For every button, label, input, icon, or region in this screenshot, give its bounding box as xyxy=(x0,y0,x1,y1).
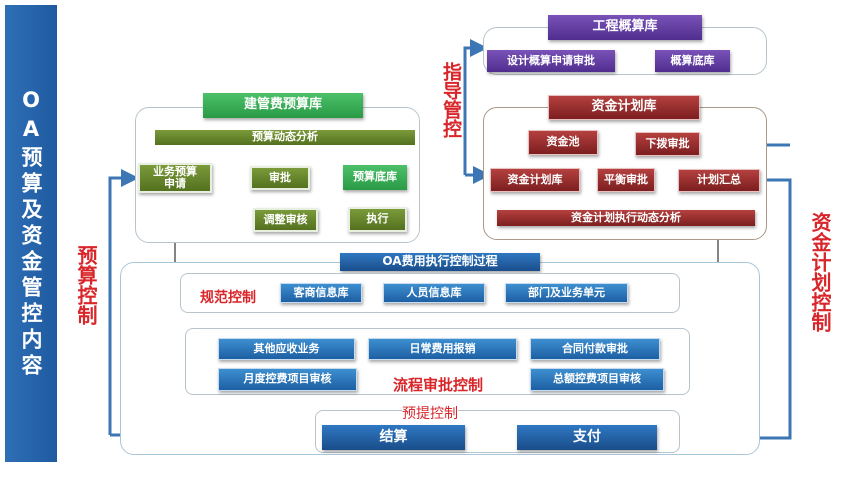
total-cost-review[interactable]: 总额控费项目审核 xyxy=(530,368,664,391)
monthly-cost-review[interactable]: 月度控费项目审核 xyxy=(218,368,357,391)
staff-info-library[interactable]: 人员信息库 xyxy=(383,283,485,303)
budget-approve[interactable]: 审批 xyxy=(250,166,310,190)
contract-payment-approval[interactable]: 合同付款审批 xyxy=(530,338,660,360)
plan-summary[interactable]: 计划汇总 xyxy=(678,169,760,192)
estimate-base-library[interactable]: 概算底库 xyxy=(655,50,730,72)
guide-control-label: 指导管控 xyxy=(440,62,462,138)
flow-control-label: 流程审批控制 xyxy=(393,376,484,394)
adjust-review[interactable]: 调整审核 xyxy=(253,208,318,232)
fund-plan-analysis: 资金计划执行动态分析 xyxy=(497,210,755,226)
side-title: OA预算及资金管控内容 xyxy=(19,87,43,380)
fund-plan-control-label: 资金计划控制 xyxy=(808,212,832,332)
merchant-info-library[interactable]: 客商信息库 xyxy=(280,283,362,303)
settlement-box[interactable]: 结算 xyxy=(322,425,465,450)
norm-control-label: 规范控制 xyxy=(200,290,256,306)
budget-control-label: 预算控制 xyxy=(74,245,98,325)
balance-approval[interactable]: 平衡审批 xyxy=(597,168,655,192)
budget-base-library[interactable]: 预算底库 xyxy=(343,165,407,190)
budget-analysis: 预算动态分析 xyxy=(155,130,415,145)
design-estimate-approval[interactable]: 设计概算申请审批 xyxy=(487,50,615,72)
payment-box[interactable]: 支付 xyxy=(517,425,657,450)
department-unit[interactable]: 部门及业务单元 xyxy=(505,283,628,303)
daily-expense-reimbursement[interactable]: 日常费用报销 xyxy=(368,338,517,360)
allocation-approval[interactable]: 下拨审批 xyxy=(635,132,700,156)
other-receivables[interactable]: 其他应收业务 xyxy=(218,338,355,360)
execute[interactable]: 执行 xyxy=(348,207,407,232)
budget-apply[interactable]: 业务预算申请 xyxy=(138,163,212,193)
fund-plan-box[interactable]: 资金计划库 xyxy=(490,168,580,192)
accrual-control-label: 预提控制 xyxy=(402,403,458,423)
oa-process-title: OA费用执行控制过程 xyxy=(340,253,540,271)
side-title-bar: OA预算及资金管控内容 xyxy=(5,5,57,462)
estimate-library-title: 工程概算库 xyxy=(548,15,702,40)
fund-plan-title: 资金计划库 xyxy=(548,95,700,120)
fund-pool[interactable]: 资金池 xyxy=(528,130,598,155)
budget-library-title: 建管费预算库 xyxy=(203,93,363,118)
